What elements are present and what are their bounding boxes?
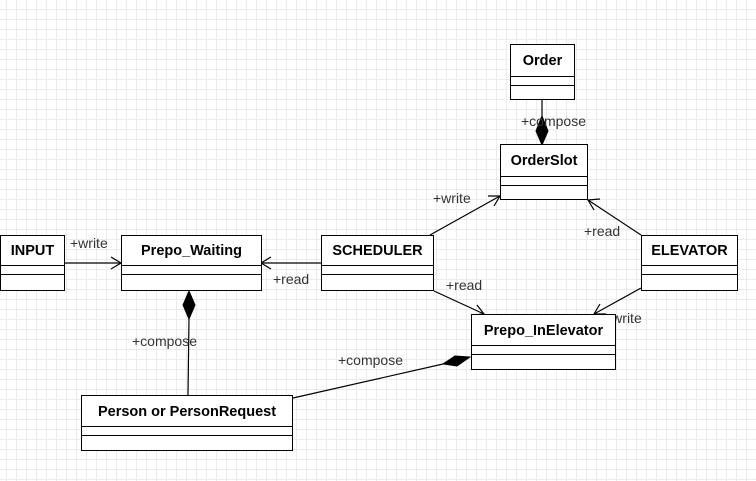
edge-person-compose-inelevator[interactable] xyxy=(292,363,444,399)
operations-compartment xyxy=(511,86,574,99)
label-order-compose-orderslot: +compose xyxy=(521,113,586,129)
class-name-person-or-personrequest: Person or PersonRequest xyxy=(82,396,292,427)
class-name-orderslot: OrderSlot xyxy=(501,145,587,177)
operations-compartment xyxy=(642,275,737,290)
attributes-compartment xyxy=(1,266,64,275)
label-person-compose-inelevator: +compose xyxy=(338,352,403,368)
attributes-compartment xyxy=(472,346,615,355)
class-name-prepo-inelevator: Prepo_InElevator xyxy=(472,315,615,346)
attributes-compartment xyxy=(122,266,261,275)
class-orderslot[interactable]: OrderSlot xyxy=(500,144,588,200)
class-name-input: INPUT xyxy=(1,236,64,266)
label-scheduler-read-waiting: +read xyxy=(273,271,309,287)
attributes-compartment xyxy=(501,177,587,186)
operations-compartment xyxy=(122,275,261,290)
edge-elevator-read-orderslot[interactable] xyxy=(587,199,642,236)
operations-compartment xyxy=(1,275,64,290)
label-input-write-waiting: +write xyxy=(70,235,108,251)
label-elevator-read-orderslot: +read xyxy=(584,223,620,239)
edge-person-compose-waiting[interactable] xyxy=(187,317,190,396)
composition-diamond-person-inelevator xyxy=(441,355,472,367)
attributes-compartment xyxy=(322,266,433,275)
operations-compartment xyxy=(82,436,292,450)
class-name-elevator: ELEVATOR xyxy=(642,236,737,266)
class-elevator[interactable]: ELEVATOR xyxy=(641,235,738,291)
attributes-compartment xyxy=(82,427,292,436)
class-scheduler[interactable]: SCHEDULER xyxy=(321,235,434,291)
operations-compartment xyxy=(501,186,587,199)
arrowhead-elevator-orderslot xyxy=(586,198,601,211)
class-input[interactable]: INPUT xyxy=(0,235,65,291)
attributes-compartment xyxy=(642,266,737,275)
class-name-order: Order xyxy=(511,45,574,77)
class-prepo-inelevator[interactable]: Prepo_InElevator xyxy=(471,314,616,370)
class-name-prepo-waiting: Prepo_Waiting xyxy=(122,236,261,266)
label-scheduler-read-inelevator: +read xyxy=(446,277,482,293)
composition-diamond-person-waiting xyxy=(182,289,196,321)
class-person-or-personrequest[interactable]: Person or PersonRequest xyxy=(81,395,293,451)
edge-scheduler-write-orderslot[interactable] xyxy=(429,195,501,236)
operations-compartment xyxy=(322,275,433,290)
class-prepo-waiting[interactable]: Prepo_Waiting xyxy=(121,235,262,291)
label-scheduler-write-orderslot: +write xyxy=(433,190,471,206)
class-order[interactable]: Order xyxy=(510,44,575,100)
edge-elevator-write-inelevator[interactable] xyxy=(593,287,642,315)
class-name-scheduler: SCHEDULER xyxy=(322,236,433,266)
label-person-compose-waiting: +compose xyxy=(132,333,197,349)
operations-compartment xyxy=(472,355,615,369)
attributes-compartment xyxy=(511,77,574,86)
edge-scheduler-read-inelevator[interactable] xyxy=(433,290,485,315)
